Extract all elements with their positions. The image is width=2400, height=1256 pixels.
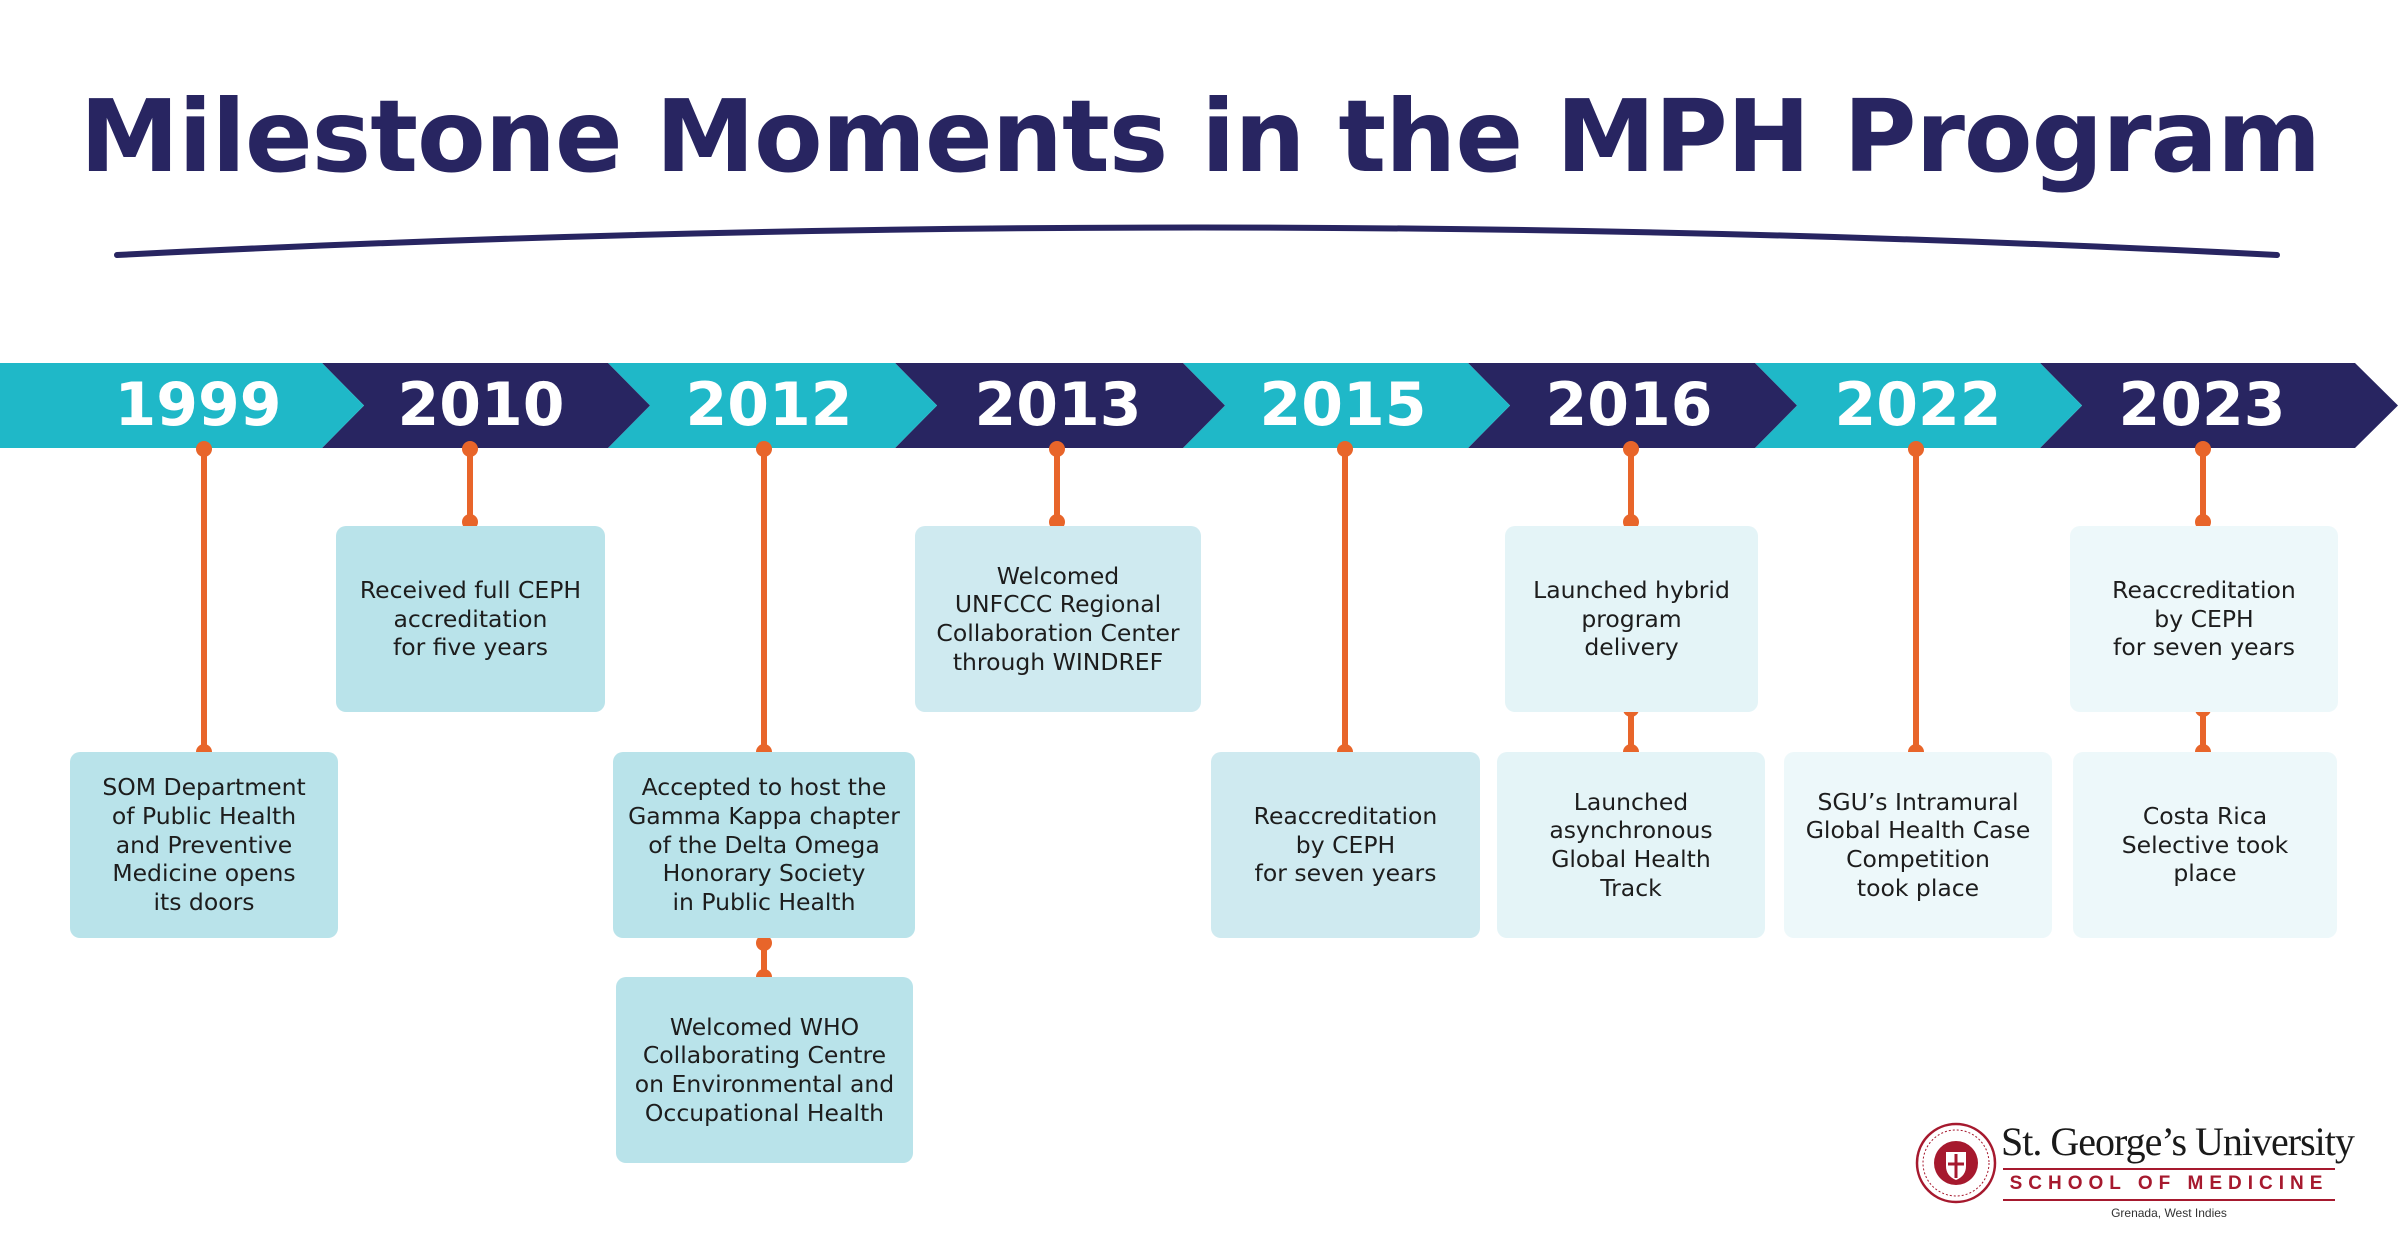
milestone-card: Reaccreditation by CEPH for seven years [1211,752,1480,938]
milestone-connector [1623,441,1639,530]
timeline-segment-2013 [895,363,1225,448]
year-label-2022: 2022 [1834,370,2002,440]
milestone-card: Accepted to host the Gamma Kappa chapter… [613,752,915,938]
milestone-card: Costa Rica Selective took place [2073,752,2337,938]
milestone-connector [462,441,478,530]
milestone-card: SGU’s Intramural Global Health Case Comp… [1784,752,2052,938]
year-label-2013: 2013 [974,370,1142,440]
milestone-card: Launched asynchronous Global Health Trac… [1497,752,1765,938]
milestone-connector [1049,441,1065,530]
milestone-connector [196,441,212,760]
connector-dot [1049,441,1065,457]
connector-dot [1908,441,1924,457]
year-label-2023: 2023 [2118,370,2286,440]
milestone-connector [1337,441,1353,760]
connector-dot [1623,441,1639,457]
timeline-segment-1999 [0,363,364,448]
connector-dot [756,935,772,951]
milestone-connector [756,441,772,760]
milestone-card: Reaccreditation by CEPH for seven years [2070,526,2338,712]
timeline-band [0,363,2398,448]
university-location: Grenada, West Indies [2111,1206,2227,1220]
timeline-segment-2023 [2040,363,2398,448]
university-logo: St. George’s University SCHOOL OF MEDICI… [1915,1118,2355,1228]
connector-dot [196,441,212,457]
year-label-1999: 1999 [114,370,282,440]
timeline-segment-2010 [322,363,650,448]
connector-dot [1337,441,1353,457]
milestone-card: Launched hybrid program delivery [1505,526,1758,712]
university-seal-icon [1915,1122,1997,1204]
year-label-2012: 2012 [685,370,853,440]
connector-dot [2195,441,2211,457]
milestone-card: Welcomed UNFCCC Regional Collaboration C… [915,526,1201,712]
milestone-connector [1908,441,1924,760]
logo-divider [2003,1199,2335,1201]
milestone-connector [2195,441,2211,530]
connector-dot [462,441,478,457]
milestone-card: Welcomed WHO Collaborating Centre on Env… [616,977,913,1163]
timeline-segment-2022 [1755,363,2082,448]
timeline-segment-2012 [608,363,937,448]
timeline-segment-2016 [1468,363,1797,448]
school-name: SCHOOL OF MEDICINE [2009,1173,2329,1194]
page-title: Milestone Moments in the MPH Program [79,78,2321,195]
timeline-segment-2015 [1183,363,1510,448]
year-label-2010: 2010 [397,370,565,440]
university-name: St. George’s University [2001,1119,2355,1164]
title-underline-arc [114,224,2280,258]
milestone-card: Received full CEPH accreditation for fiv… [336,526,605,712]
year-label-2015: 2015 [1259,370,1427,440]
year-label-2016: 2016 [1545,370,1713,440]
logo-divider [2003,1168,2335,1170]
milestone-card: SOM Department of Public Health and Prev… [70,752,338,938]
connector-dot [756,441,772,457]
